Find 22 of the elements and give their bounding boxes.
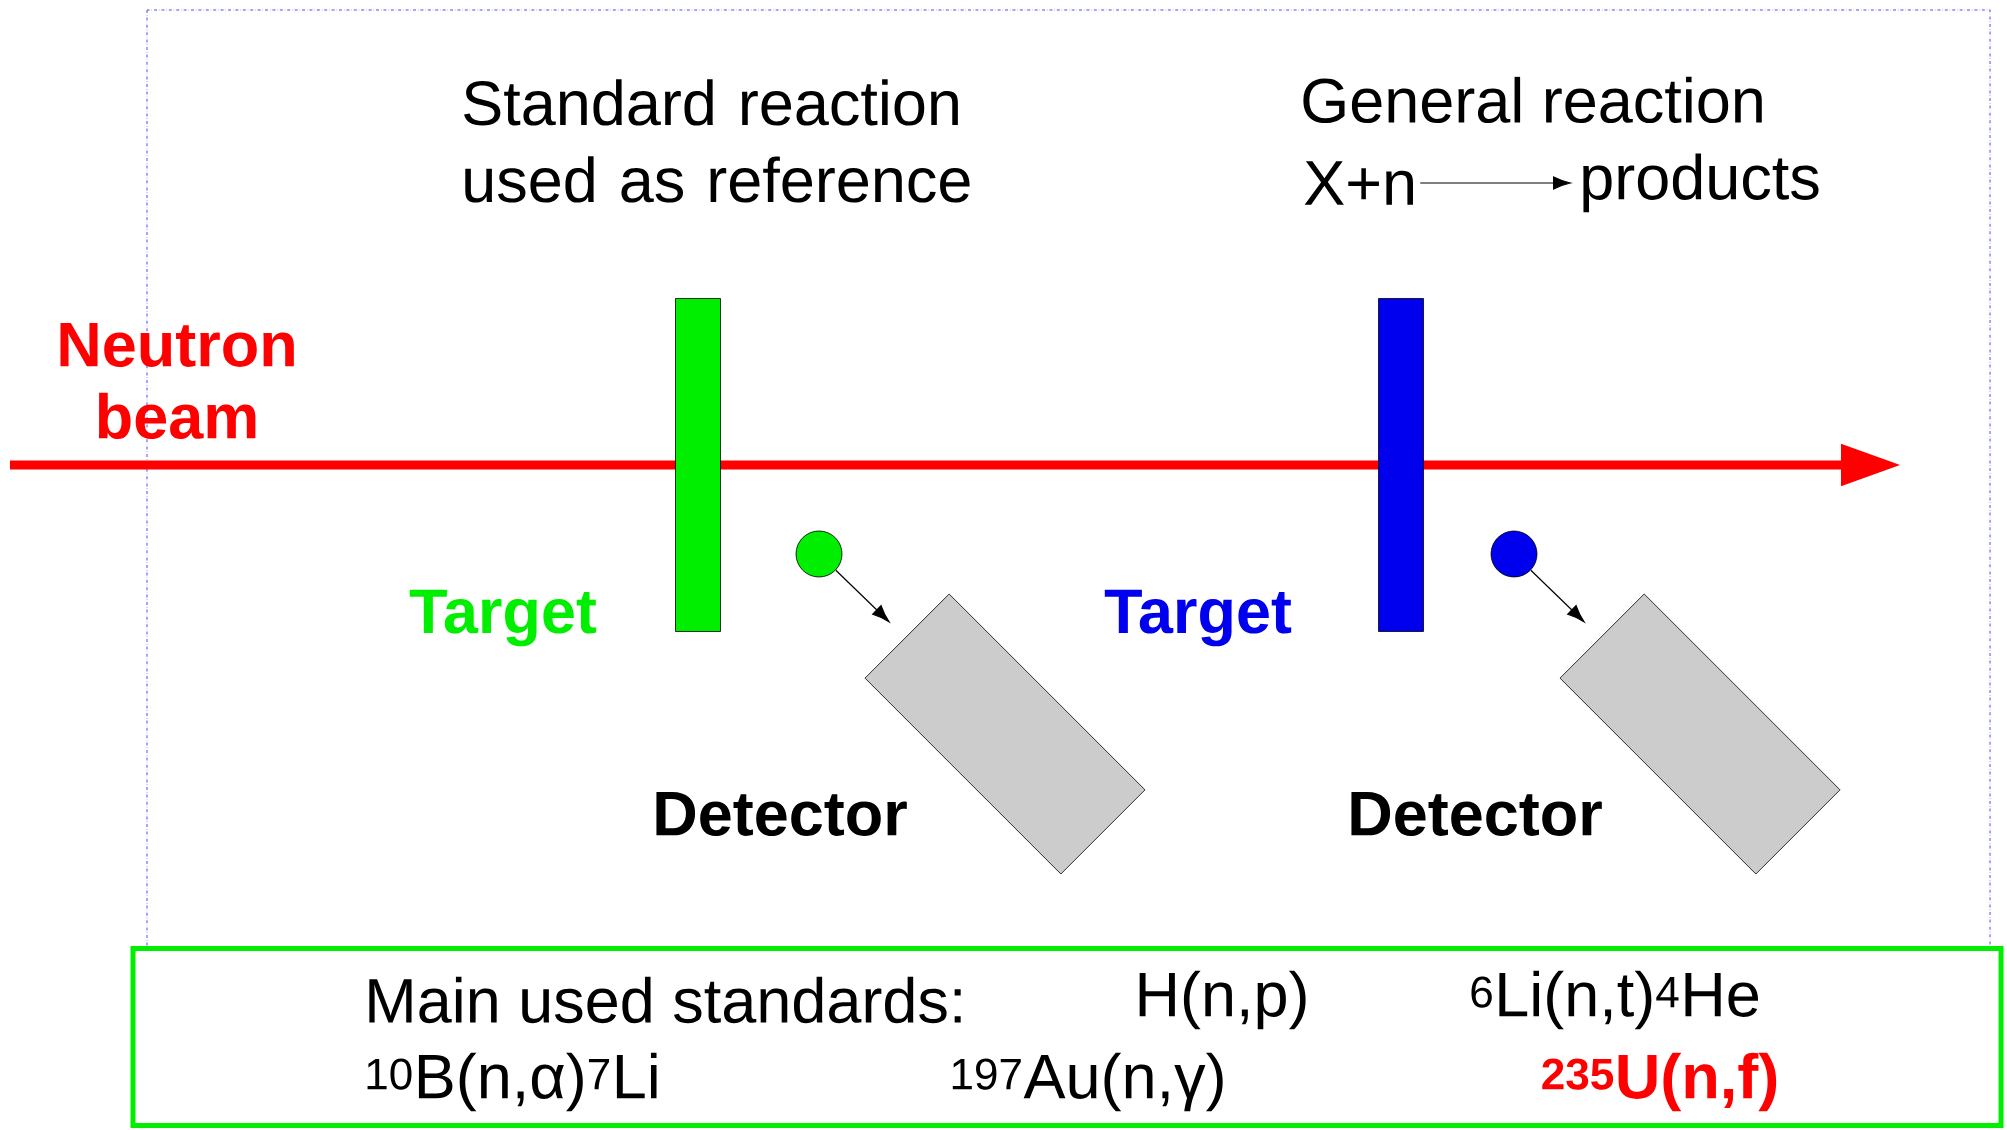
reaction-text: $^{6}$Li(n,t)$^{4}$He [1471,970,1759,1030]
detector-label: Detector [1351,792,1602,836]
heading-text: General reaction [1303,76,1762,124]
arrow [1419,176,1571,190]
reaction-text: H(n,p) [1139,970,1306,1030]
reaction-text: $^{235}$U(n,f) [1542,1052,1777,1112]
reaction-text: $^{10}$B(n,α)$^{7}$Li [367,1052,657,1112]
target-bar [1378,298,1424,632]
standards-heading: Main used standards: [369,976,961,1024]
heading-text: Standard reaction used as reference [464,79,970,203]
reaction-text: X+n [1304,161,1413,205]
target-label: Target [409,589,597,647]
particle-circle [795,530,843,578]
target-bar [675,298,721,632]
target-label: Target [1104,589,1292,647]
detector-label: Detector [656,792,907,836]
arrow [835,569,890,623]
beam-label: Neutron beam [60,323,294,439]
reaction-text: products [1583,153,1819,213]
arrow [1530,569,1585,623]
reaction-text: $^{197}$Au(n,γ) [952,1052,1223,1112]
particle-circle [1490,530,1538,578]
